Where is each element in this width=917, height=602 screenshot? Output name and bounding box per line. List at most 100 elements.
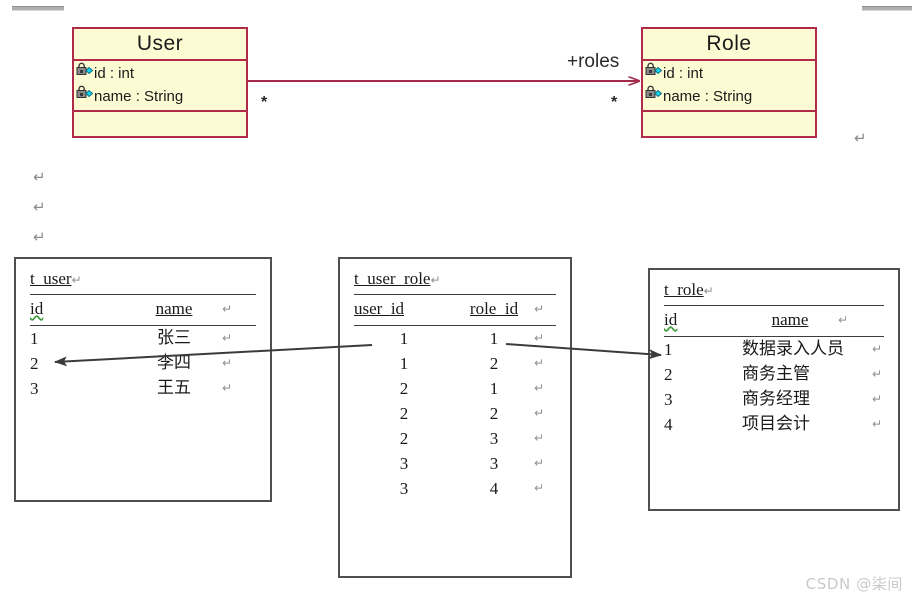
db-table-t-user-name: t_user: [30, 269, 72, 288]
cell-user-id: 2: [399, 429, 409, 448]
paragraph-mark: ↵: [534, 456, 545, 470]
paragraph-mark: ↵: [872, 417, 883, 431]
table-row: 3 商务经理 ↵: [664, 387, 884, 412]
db-table-t-user-header: id name ↵: [30, 295, 256, 321]
lock-diamond-icon: [76, 62, 94, 85]
uml-attribute-text: name : String: [663, 87, 753, 105]
table-row: 2 3 ↵: [354, 426, 556, 451]
db-table-t-user[interactable]: t_user↵ id name↵ 1 张三↵ 2 李四↵ 3 王五↵: [14, 257, 272, 502]
table-divider: [354, 294, 556, 295]
column-header-role-id: role_id: [469, 299, 519, 318]
column-header-user-id: user_id: [354, 299, 405, 318]
db-table-t-user-role-name: t_user_role: [354, 269, 431, 288]
uml-attribute-row: id : int: [645, 62, 815, 85]
cell-user-id: 1: [399, 354, 409, 373]
paragraph-mark: ↵: [33, 228, 46, 246]
paragraph-mark: ↵: [222, 381, 233, 395]
csdn-watermark: CSDN @柒间: [805, 575, 903, 593]
paragraph-mark: ↵: [872, 367, 883, 381]
page-margin-marker-right: [862, 6, 912, 11]
paragraph-mark: ↵: [222, 331, 233, 345]
cell-id: 4: [664, 415, 673, 434]
paragraph-mark: ↵: [222, 302, 233, 316]
column-header-id: id: [30, 299, 44, 318]
table-row: 3 3 ↵: [354, 451, 556, 476]
cell-id: 3: [664, 390, 673, 409]
cell-role-id: 4: [489, 479, 499, 498]
paragraph-mark: ↵: [872, 392, 883, 406]
uml-multiplicity-target: *: [611, 94, 618, 111]
cell-id: 2: [664, 365, 673, 384]
lock-diamond-icon: [76, 85, 94, 108]
paragraph-mark: ↵: [838, 313, 849, 327]
paragraph-mark: ↵: [71, 273, 82, 287]
cell-user-id: 1: [399, 329, 409, 348]
table-row: 1 数据录入人员↵: [664, 337, 884, 362]
column-header-id: id: [664, 310, 678, 329]
table-divider: [30, 294, 256, 295]
cell-name: 张三: [157, 328, 191, 348]
cell-role-id: 2: [489, 404, 499, 423]
cell-role-id: 1: [489, 379, 499, 398]
column-header-name: name: [155, 299, 193, 318]
uml-attribute-row: name : String: [645, 85, 815, 108]
paragraph-mark: ↵: [534, 381, 545, 395]
cell-name: 项目会计: [742, 414, 810, 434]
lock-diamond-icon: [645, 62, 663, 85]
cell-user-id: 3: [399, 479, 409, 498]
paragraph-mark: ↵: [534, 431, 545, 445]
table-row: 1 2↵: [354, 351, 556, 376]
paragraph-mark: ↵: [33, 198, 46, 216]
uml-attribute-text: id : int: [663, 64, 704, 82]
cell-name: 王五: [157, 378, 191, 398]
table-divider: [30, 325, 256, 326]
table-row: 2 李四 ↵: [30, 351, 256, 376]
uml-class-user[interactable]: User id : int name: [72, 27, 248, 138]
db-table-t-role-header: id name ↵: [664, 306, 884, 332]
paragraph-mark: ↵: [703, 284, 714, 298]
uml-attribute-row: id : int: [76, 62, 246, 85]
uml-association-line[interactable]: [248, 80, 638, 82]
uml-class-user-attributes: id : int name : String: [74, 61, 246, 112]
table-row: 3 王五 ↵: [30, 376, 256, 401]
page-margin-marker-left: [12, 6, 64, 11]
db-table-t-role[interactable]: t_role↵ id name↵ 1 数据录入人员↵ 2 商务主管↵ 3 商务经…: [648, 268, 900, 511]
db-table-t-role-name: t_role: [664, 280, 704, 299]
lock-diamond-icon: [645, 85, 663, 108]
uml-attribute-text: id : int: [94, 64, 135, 82]
paragraph-mark: ↵: [534, 481, 545, 495]
uml-class-user-operations: [74, 112, 246, 136]
uml-class-role-attributes: id : int name : String: [643, 61, 815, 112]
uml-class-role-operations: [643, 112, 815, 136]
cell-role-id: 3: [489, 429, 499, 448]
paragraph-mark: ↵: [534, 331, 545, 345]
cell-user-id: 3: [399, 454, 409, 473]
uml-class-role[interactable]: Role id : int name: [641, 27, 817, 138]
paragraph-mark: ↵: [872, 342, 883, 356]
cell-id: 1: [664, 340, 673, 359]
table-divider: [664, 305, 884, 306]
cell-name: 李四: [157, 353, 191, 373]
paragraph-mark: ↵: [430, 273, 441, 287]
table-row: 2 2↵: [354, 401, 556, 426]
paragraph-mark: ↵: [534, 302, 545, 316]
uml-class-user-name: User: [74, 29, 246, 61]
db-table-t-user-role-header: user_id role_id ↵: [354, 295, 556, 321]
cell-id: 1: [30, 329, 39, 348]
cell-name: 商务经理: [742, 389, 810, 409]
uml-attribute-text: name : String: [94, 87, 184, 105]
cell-id: 3: [30, 379, 39, 398]
paragraph-mark: ↵: [534, 356, 545, 370]
table-row: 3 4 ↵: [354, 476, 556, 501]
db-table-t-user-role[interactable]: t_user_role↵ user_id role_id↵ 1 1↵ 1 2↵ …: [338, 257, 572, 578]
table-row: 4 项目会计 ↵: [664, 412, 884, 437]
paragraph-mark: ↵: [222, 356, 233, 370]
cell-id: 2: [30, 354, 39, 373]
cell-role-id: 3: [489, 454, 499, 473]
column-header-name: name: [771, 310, 809, 329]
uml-class-role-name: Role: [643, 29, 815, 61]
cell-role-id: 1: [489, 329, 499, 348]
uml-attribute-row: name : String: [76, 85, 246, 108]
table-row: 2 1↵: [354, 376, 556, 401]
table-row: 2 商务主管↵: [664, 362, 884, 387]
